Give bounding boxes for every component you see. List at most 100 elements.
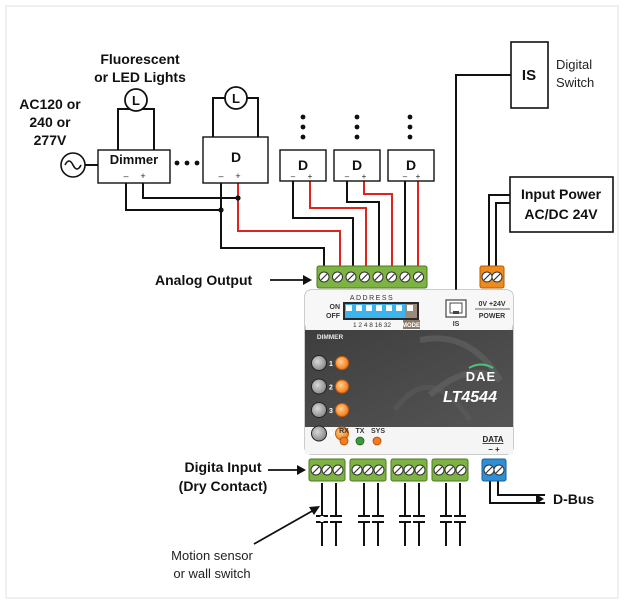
screw-icon	[372, 271, 384, 283]
bottom-terminal-screws	[310, 464, 505, 476]
dip-lever	[376, 305, 382, 311]
mode-label-bg	[403, 320, 420, 329]
channel-3: 3	[311, 402, 349, 418]
svg-text:Input Power: Input Power	[521, 186, 602, 202]
is-port-label: IS	[453, 321, 460, 328]
channel-button[interactable]	[311, 425, 327, 442]
svg-text:–: –	[123, 171, 128, 181]
vertical-dots	[300, 114, 413, 140]
input-power-box: Input Power AC/DC 24V	[509, 176, 614, 233]
data-label: DATA	[482, 435, 503, 444]
screw-icon	[413, 271, 424, 283]
svg-text:+: +	[308, 172, 313, 181]
arrow-icon	[253, 506, 320, 545]
screw-icon	[351, 464, 363, 476]
channel-led	[335, 403, 349, 417]
screw-icon	[392, 464, 404, 476]
svg-text:D: D	[406, 157, 416, 173]
channel-led	[335, 356, 349, 370]
ac-label-2: 240 or	[29, 114, 71, 130]
fluorescent-label: Fluorescent	[100, 51, 180, 67]
svg-text:–: –	[218, 171, 223, 181]
power-terminal-screws	[481, 271, 503, 283]
tx-label: TX	[356, 428, 365, 435]
svg-text:IS: IS	[522, 67, 536, 84]
arrow-icon	[268, 465, 306, 475]
is-switch-box: IS	[510, 41, 549, 109]
arrow-icon	[536, 494, 544, 504]
channel-led	[335, 379, 349, 394]
ellipsis-dots	[174, 160, 200, 166]
svg-text:Dimmer: Dimmer	[110, 152, 158, 167]
svg-text:L: L	[232, 91, 240, 106]
channel-button[interactable]	[311, 378, 327, 395]
dae-logo	[468, 363, 494, 369]
svg-text:+: +	[416, 172, 421, 181]
screw-icon	[332, 271, 343, 283]
lamp-icon: L	[124, 88, 148, 112]
svg-text:–: –	[403, 172, 408, 181]
screw-icon	[433, 464, 445, 476]
dimmer-channels: 1 2 3 4	[311, 355, 349, 442]
sys-label: SYS	[371, 428, 385, 435]
screw-icon	[399, 271, 411, 283]
ac-label: AC120 or	[19, 96, 81, 112]
svg-text:+: +	[362, 172, 367, 181]
junction-dot	[218, 207, 224, 213]
svg-text:D: D	[352, 157, 362, 173]
screw-icon	[481, 271, 493, 283]
screw-icon	[359, 271, 370, 283]
junction-dot	[235, 195, 241, 201]
data-polarity-label: – +	[488, 445, 500, 454]
driver-box: D – +	[279, 149, 327, 182]
screw-icon	[386, 271, 397, 283]
dimmer-box: Dimmer – +	[97, 149, 171, 184]
digital-input-label-2: (Dry Contact)	[179, 478, 268, 494]
channel-1: 1	[311, 355, 349, 371]
dip-lever	[396, 305, 402, 311]
screw-icon	[403, 464, 415, 476]
dip-lever	[386, 305, 392, 311]
dip-lever	[366, 305, 372, 311]
dip-lever	[356, 305, 362, 311]
mode-label: MODE	[402, 323, 420, 329]
dip-off-label: OFF	[326, 313, 341, 320]
is-port[interactable]	[445, 299, 467, 318]
screw-icon	[345, 271, 357, 283]
motion-sensor-label: Motion sensor	[171, 548, 253, 563]
arrow-icon	[270, 275, 312, 285]
brand-label: DAE	[466, 369, 496, 384]
dip-number-labels: 1 2 4 8 16 32	[353, 322, 391, 329]
screw-icon	[332, 464, 344, 476]
svg-text:–: –	[291, 172, 296, 181]
rx-label: RX	[339, 428, 349, 435]
channel-4: 4	[311, 425, 349, 442]
analog-output-terminal	[316, 265, 428, 289]
dip-on-label: ON	[330, 304, 341, 311]
channel-button[interactable]	[311, 402, 327, 418]
screw-icon	[493, 464, 505, 476]
analog-output-label: Analog Output	[155, 272, 253, 288]
svg-text:AC/DC 24V: AC/DC 24V	[524, 206, 598, 222]
channel-number: 2	[329, 385, 333, 392]
dbus-label: D-Bus	[553, 491, 594, 507]
screw-icon	[321, 464, 333, 476]
rx-led	[339, 436, 349, 446]
screw-icon	[318, 271, 330, 283]
dip-address-label: ADDRESS	[350, 295, 394, 302]
sys-led	[372, 436, 382, 446]
model-label: LT4544	[443, 389, 497, 406]
channel-number: 4	[329, 432, 333, 439]
screw-icon	[455, 464, 467, 476]
driver-box: D – +	[202, 136, 269, 184]
dip-levers	[346, 305, 413, 311]
contact-switches	[316, 515, 466, 523]
driver-box: D – +	[333, 149, 381, 182]
power-voltage-label: 0V +24V	[478, 301, 505, 308]
svg-text:D: D	[298, 157, 308, 173]
dimmer-channel-label: DIMMER	[317, 334, 344, 341]
power-label: POWER	[479, 313, 505, 320]
channel-button[interactable]	[311, 355, 327, 371]
dip-lever	[346, 305, 352, 311]
ac-label-3: 277V	[34, 132, 67, 148]
